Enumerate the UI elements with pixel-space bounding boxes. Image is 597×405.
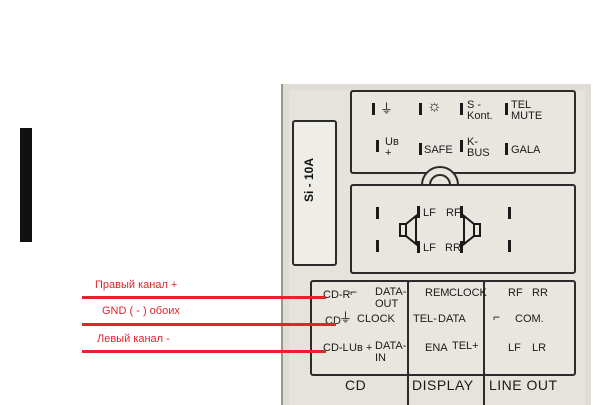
annotation-line-ground (82, 323, 336, 326)
pin (376, 140, 379, 152)
label-cd-r: CD-R (323, 289, 351, 301)
label-data-out: DATA- OUT (375, 286, 407, 310)
label-cd-l: CD-L (323, 342, 349, 354)
switch-icon: ⌐ (350, 285, 358, 299)
pin (460, 241, 463, 253)
label-lineout-rr: RR (532, 287, 548, 299)
caption-divider (483, 372, 485, 405)
label-tel-plus: TEL+ (452, 340, 479, 352)
fuse-box (292, 120, 337, 266)
pin (505, 143, 508, 155)
label-ub-plus: Uʙ + (385, 136, 399, 159)
label-data-in: DATA- IN (375, 340, 407, 364)
label-com: COM. (515, 313, 544, 325)
fuse-bar (20, 128, 32, 242)
label-k-bus: K- BUS (467, 136, 490, 159)
pin (460, 206, 463, 218)
lamp-icon: ☼ (427, 98, 442, 115)
speaker-right-icon (463, 213, 481, 247)
label-tel-mute: TEL MUTE (511, 99, 543, 122)
pin (417, 241, 420, 253)
ground-icon: ⏚ (339, 310, 353, 325)
label-lineout-lr: LR (532, 342, 547, 354)
speaker-left-icon (399, 213, 417, 247)
label-cd-ground: CD (325, 315, 341, 327)
lineout-connector-block (483, 280, 576, 376)
caption-cd: CD (345, 377, 367, 393)
label-safe: SAFE (424, 144, 453, 156)
pin (508, 240, 511, 252)
caption-display: DISPLAY (412, 377, 474, 393)
label-rem: REM (425, 287, 450, 299)
pin (372, 103, 375, 115)
top-connector-block (350, 90, 576, 174)
label-rf-top: RF (446, 207, 461, 219)
label-tel-minus: TEL- (413, 313, 437, 325)
annotation-left-channel: Левый канал - (97, 333, 170, 345)
display-connector-block (407, 280, 487, 376)
label-s-kont: S - Kont. (467, 99, 493, 122)
caption-line-out: LINE OUT (489, 377, 558, 393)
pin (505, 103, 508, 115)
pin (417, 206, 420, 218)
label-clock: CLOCK (357, 313, 395, 325)
label-lf-top: LF (423, 207, 436, 219)
fuse-label: Si - 10A (302, 157, 316, 202)
label-ub-plus-cd: Uʙ + (349, 342, 373, 354)
ground-icon: ⏚ (380, 101, 394, 116)
caption-divider (407, 372, 409, 405)
pin (419, 103, 422, 115)
label-gala: GALA (511, 144, 541, 156)
pin (419, 143, 422, 155)
label-lineout-rf: RF (508, 287, 523, 299)
pin (460, 140, 463, 152)
label-rr-bottom: RR (445, 242, 461, 254)
annotation-line-right-channel (82, 296, 326, 299)
cd-connector-block (310, 280, 411, 376)
switch-icon: ⌐ (493, 310, 501, 324)
pin (460, 103, 463, 115)
annotation-right-channel: Правый канал + (95, 279, 178, 291)
label-lf-bottom: LF (423, 242, 436, 254)
pin (508, 207, 511, 219)
label-clock-display: CLOCK (449, 287, 487, 299)
label-data-display: DATA (438, 313, 466, 325)
annotation-line-left-channel (82, 350, 326, 353)
label-ena: ENA (425, 342, 448, 354)
pin (376, 240, 379, 252)
label-lineout-lf: LF (508, 342, 521, 354)
annotation-ground: GND ( - ) обоих (102, 305, 180, 317)
pin (376, 207, 379, 219)
